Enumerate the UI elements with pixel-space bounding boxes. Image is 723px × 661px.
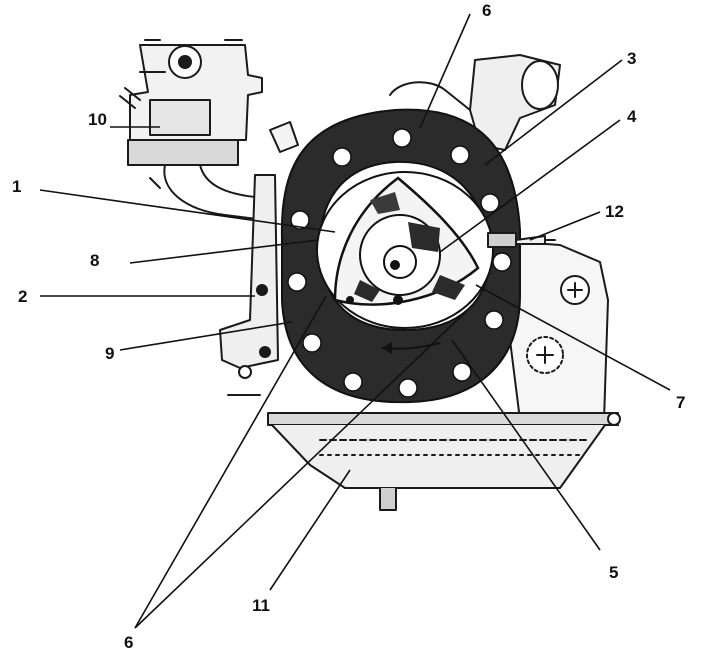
callout-8: 8 <box>90 251 99 270</box>
callout-5: 5 <box>609 563 618 582</box>
callout-4: 4 <box>627 107 637 126</box>
housing-gasket <box>280 108 521 404</box>
callout-10: 10 <box>88 110 107 129</box>
carburetor <box>119 39 266 221</box>
callout-1: 1 <box>12 177 21 196</box>
callout-6-bottom: 6 <box>124 633 133 652</box>
oil-pan <box>267 412 621 511</box>
callout-2: 2 <box>18 287 27 306</box>
callout-6-top: 6 <box>482 1 491 20</box>
side-mounting-plate <box>219 174 279 396</box>
callout-12: 12 <box>605 202 624 221</box>
rotor <box>333 176 480 306</box>
callout-11: 11 <box>252 596 270 615</box>
callout-3: 3 <box>627 49 636 68</box>
spark-plug <box>487 232 556 248</box>
callout-9: 9 <box>105 344 114 363</box>
leader-lines <box>39 13 671 629</box>
rotation-arrow <box>381 342 441 354</box>
exhaust-manifold <box>269 54 561 153</box>
callout-7: 7 <box>676 393 685 412</box>
